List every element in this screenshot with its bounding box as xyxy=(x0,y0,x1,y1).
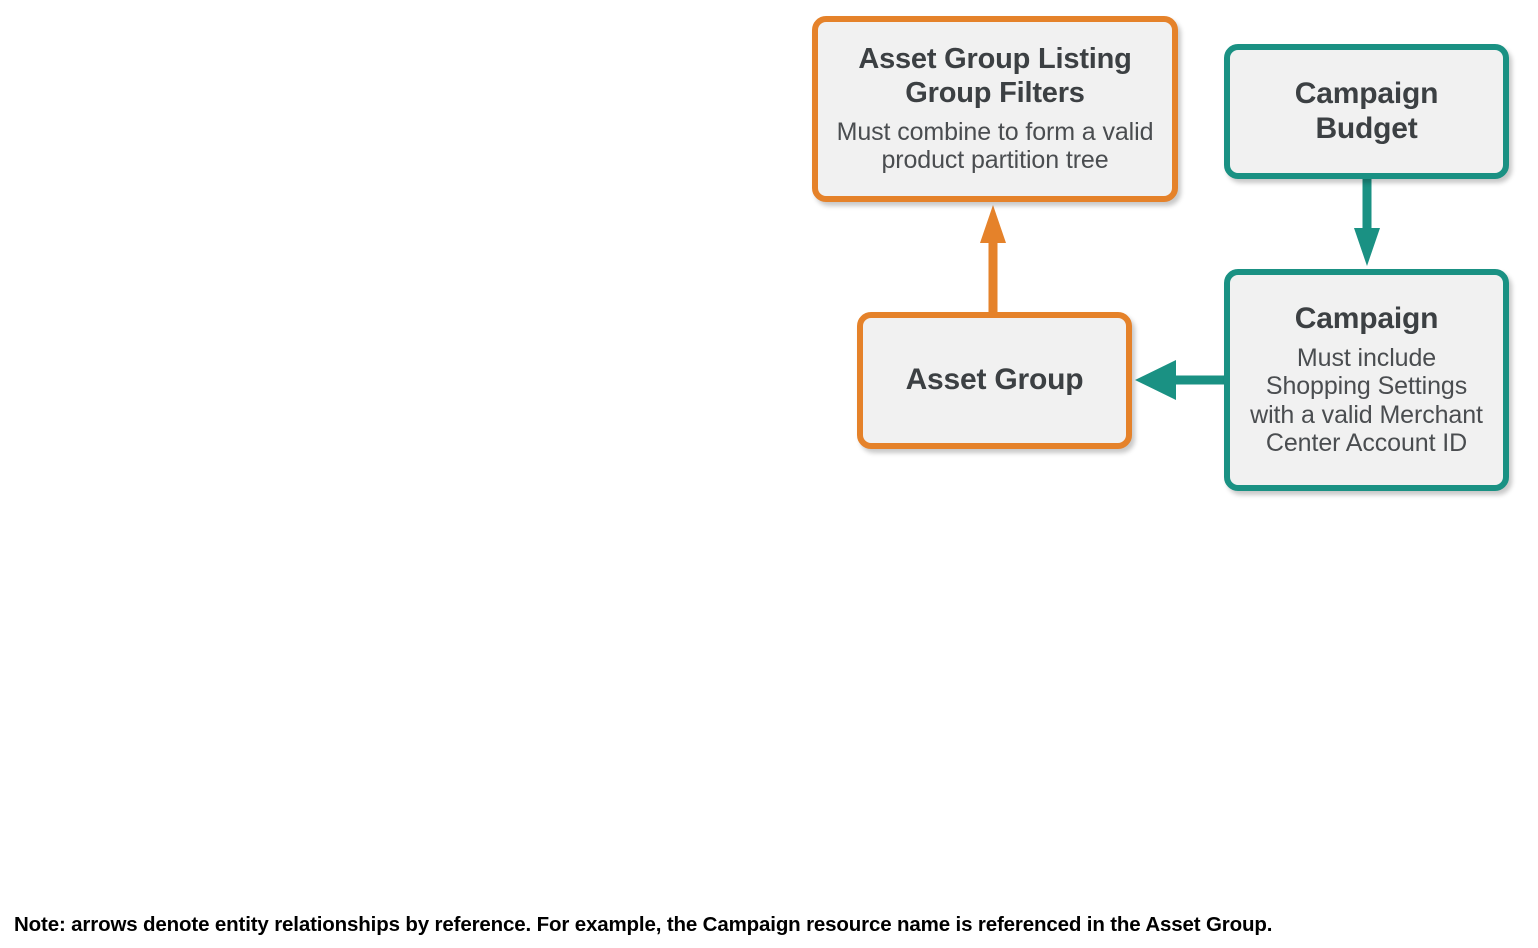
node-subtitle: Must combine to form a valid product par… xyxy=(836,117,1154,175)
node-title: Asset Group xyxy=(905,363,1084,397)
edge-campaign-to-asset-group xyxy=(1135,360,1224,400)
node-asset-group-listing-group-filters[interactable]: Asset Group Listing Group Filters Must c… xyxy=(812,16,1178,202)
node-title: Campaign xyxy=(1294,302,1439,336)
node-campaign-budget[interactable]: Campaign Budget xyxy=(1224,44,1509,179)
diagram-footnote: Note: arrows denote entity relationships… xyxy=(14,913,1273,936)
edge-asset-group-to-listing-filters xyxy=(980,205,1006,312)
node-subtitle: Must include Shopping Settings with a va… xyxy=(1250,343,1483,458)
node-campaign[interactable]: Campaign Must include Shopping Settings … xyxy=(1224,269,1509,491)
edge-campaign-budget-to-campaign xyxy=(1354,179,1380,266)
node-asset-group[interactable]: Asset Group xyxy=(857,312,1132,449)
node-title: Asset Group Listing Group Filters xyxy=(858,43,1132,109)
node-title: Campaign Budget xyxy=(1294,76,1439,145)
